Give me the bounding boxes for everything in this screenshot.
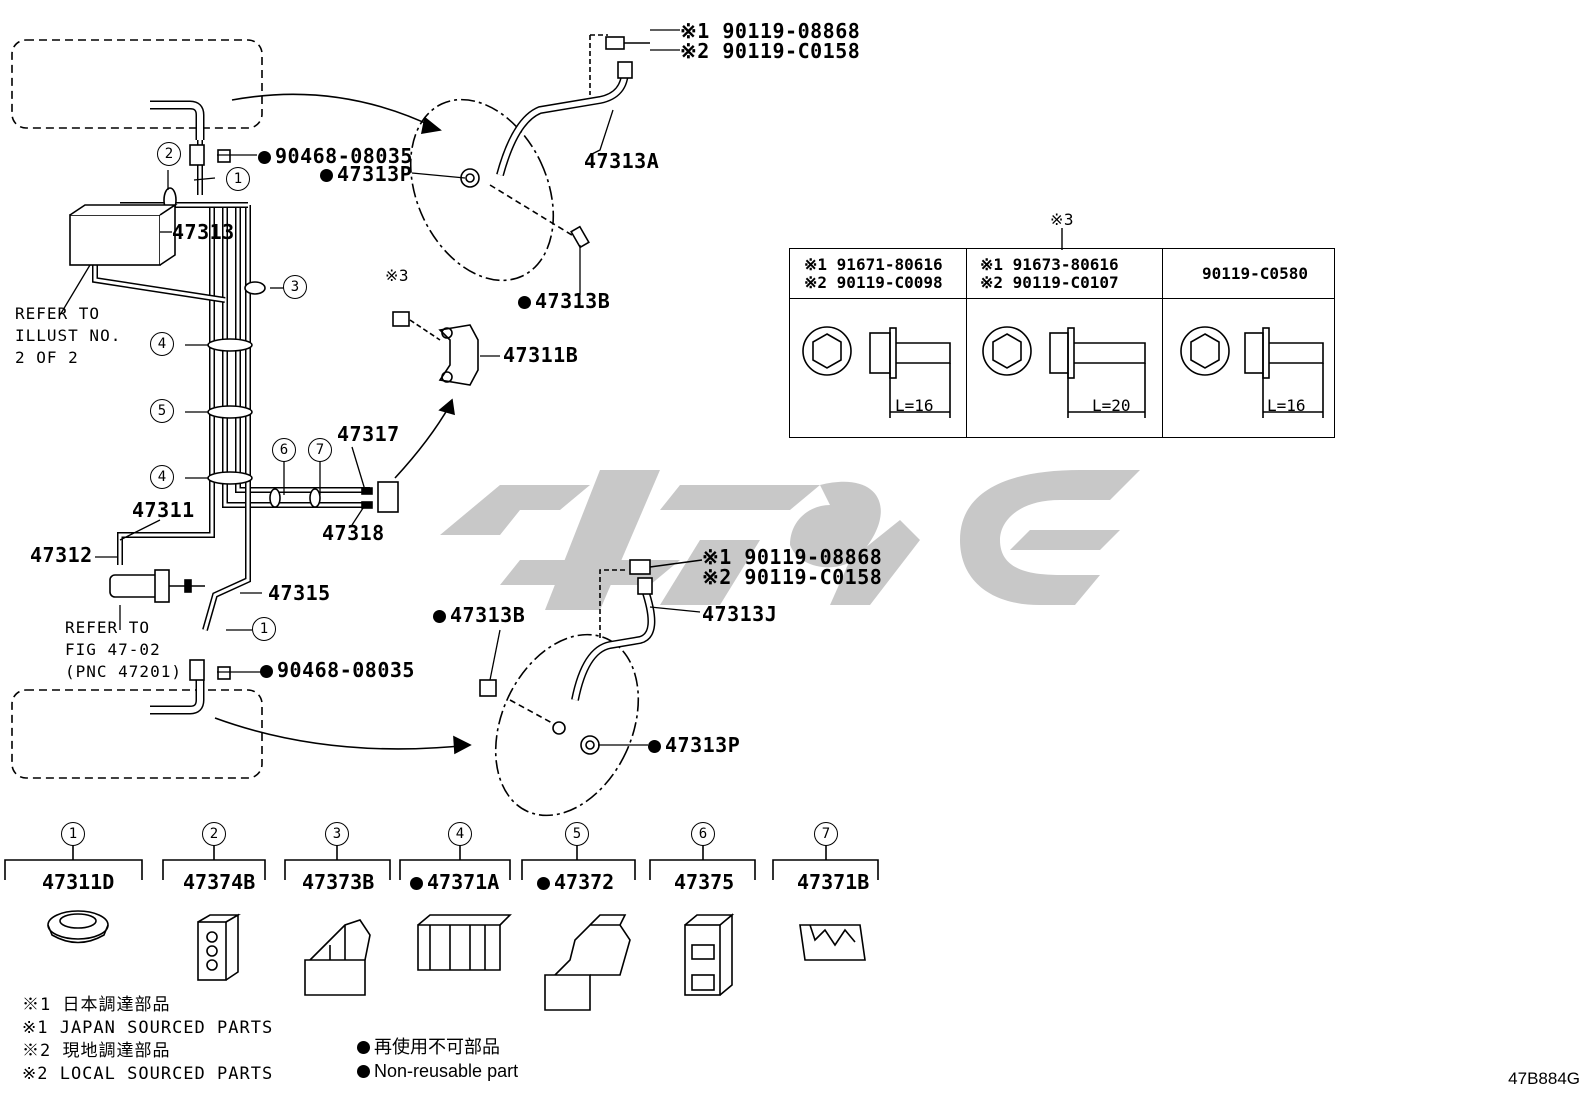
- clip-num-3: 3: [325, 822, 349, 846]
- upper-wheel-outline: [11, 39, 263, 129]
- bolt-col2-line2: ※2 90119-C0107: [980, 273, 1119, 292]
- clip-part-1: 47311D: [42, 870, 115, 894]
- callout-circle-4b: 4: [150, 465, 174, 489]
- clip-num-2: 2: [202, 822, 226, 846]
- refer-fig-note: REFER TO FIG 47-02 (PNC 47201): [65, 618, 182, 681]
- lower-clip-label: 47313P: [648, 735, 740, 755]
- tube-47318-label: 47318: [322, 521, 385, 545]
- callout-circle-2: 2: [157, 142, 181, 166]
- non-reusable-dot-icon: [357, 1065, 370, 1078]
- junction-label: 47313: [172, 220, 235, 244]
- upper-fitting-local-label: ※2 90119-C0158: [680, 39, 861, 63]
- lower-hose-label: 47313J: [702, 602, 778, 626]
- clip-num-7: 7: [814, 822, 838, 846]
- leader-lines: [59, 29, 701, 746]
- refer-illust-note: REFER TO ILLUST NO. 2 OF 2: [15, 304, 122, 367]
- clip-part-7: 47371B: [797, 870, 870, 894]
- legend-jp-sourced-en: ※1 JAPAN SOURCED PARTS: [22, 1018, 274, 1038]
- bolt-col3-line1: 90119-C0580: [1202, 264, 1308, 283]
- bolt-col2-line1: ※1 91673-80616: [980, 255, 1119, 274]
- non-reusable-dot-icon: [518, 296, 531, 309]
- callout-circle-5: 5: [150, 399, 174, 423]
- clip-num-6: 6: [691, 822, 715, 846]
- lower-bolt-label: 47313B: [433, 605, 525, 625]
- bolt-col2-length: L=20: [1092, 396, 1131, 415]
- clip-part-2: 47374B: [183, 870, 256, 894]
- legend-local-sourced-ja: ※2 現地調達部品: [22, 1041, 171, 1061]
- bolt-col1-line2: ※2 90119-C0098: [804, 273, 943, 292]
- clamp-bolt-mark: ※3: [385, 266, 410, 285]
- non-reusable-dot-icon: [260, 665, 273, 678]
- upper-bolt-label: 47313B: [518, 291, 610, 311]
- figure-code: 47B884G: [1508, 1069, 1580, 1088]
- lower-wheel-outline: [11, 689, 263, 779]
- lower-fitting-jp-label: ※1 90119-08868: [702, 545, 883, 569]
- bolt-table: ※1 91671-80616 ※2 90119-C0098 ※1 91673-8…: [789, 248, 1335, 438]
- legend-non-reusable-en: Non-reusable part: [357, 1062, 518, 1080]
- bolt-table-col-2: [967, 249, 1163, 437]
- upper-plug-label: 90468-08035: [258, 146, 413, 166]
- clip-num-4: 4: [448, 822, 472, 846]
- non-reusable-dot-icon: [537, 877, 550, 890]
- callout-circle-7: 7: [308, 438, 332, 462]
- clip-part-5: 47372: [537, 872, 614, 892]
- upper-clip-label: 47313P: [320, 164, 412, 184]
- lower-fitting-local-label: ※2 90119-C0158: [702, 565, 883, 589]
- clip-header-brackets: [4, 845, 879, 880]
- non-reusable-dot-icon: [433, 610, 446, 623]
- clip-part-4: 47371A: [410, 872, 499, 892]
- callout-circle-4a: 4: [150, 332, 174, 356]
- bolt-table-mark: ※3: [1050, 210, 1075, 229]
- legend-jp-sourced-ja: ※1 日本調達部品: [22, 995, 171, 1015]
- callout-circle-3: 3: [283, 275, 307, 299]
- tube-47312-label: 47312: [30, 543, 93, 567]
- tube-47311-label: 47311: [132, 498, 195, 522]
- bolt-col1-length: L=16: [895, 396, 934, 415]
- bolt-table-col-1: [790, 249, 967, 437]
- callout-circle-1b: 1: [252, 617, 276, 641]
- non-reusable-dot-icon: [320, 169, 333, 182]
- clip-drawings: [47, 910, 866, 1011]
- bolt-table-header: [790, 249, 1334, 299]
- bolt-table-drawings: [802, 326, 1324, 418]
- tube-47317-label: 47317: [337, 422, 400, 446]
- non-reusable-dot-icon: [410, 877, 423, 890]
- watermark-logo: [440, 470, 1140, 610]
- callout-circle-6: 6: [272, 438, 296, 462]
- legend-local-sourced-en: ※2 LOCAL SOURCED PARTS: [22, 1064, 274, 1084]
- non-reusable-dot-icon: [258, 151, 271, 164]
- clamp-bracket-label: 47311B: [503, 343, 579, 367]
- callout-circle-1: 1: [226, 167, 250, 191]
- bolt-table-mark-leader: [1061, 228, 1063, 250]
- non-reusable-dot-icon: [648, 740, 661, 753]
- upper-fitting-jp-label: ※1 90119-08868: [680, 19, 861, 43]
- non-reusable-dot-icon: [357, 1041, 370, 1054]
- clip-num-5: 5: [565, 822, 589, 846]
- clip-num-1: 1: [61, 822, 85, 846]
- clip-part-6: 47375: [674, 870, 735, 894]
- upper-hose-label: 47313A: [584, 149, 660, 173]
- lower-plug-label: 90468-08035: [260, 660, 415, 680]
- bolt-col1-line1: ※1 91671-80616: [804, 255, 943, 274]
- clip-part-3: 47373B: [302, 870, 375, 894]
- bolt-col3-length: L=16: [1267, 396, 1306, 415]
- legend-non-reusable-ja: 再使用不可部品: [357, 1038, 500, 1056]
- tube-47315-label: 47315: [268, 581, 331, 605]
